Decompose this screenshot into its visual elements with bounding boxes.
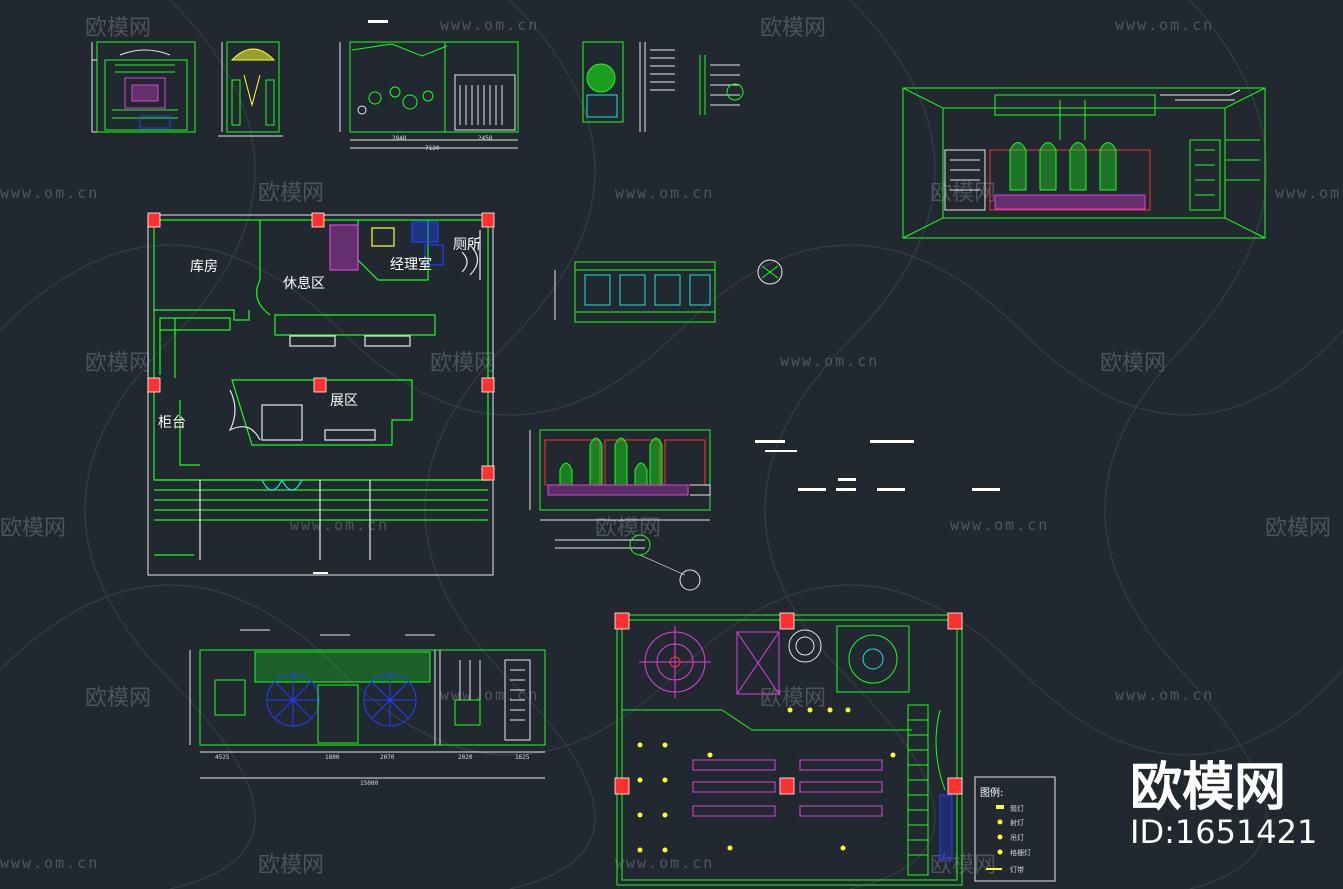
legend-item: 吊灯 — [1010, 833, 1024, 842]
dim-label: 2070 — [380, 754, 395, 761]
watermark-url: www.om.cn — [1115, 16, 1214, 34]
watermark-url: www.om.cn — [0, 854, 99, 872]
watermark-url: www.om.cn — [440, 16, 539, 34]
watermark-4: 欧模网 欧模网 www.om.cn 欧模网 — [85, 351, 1166, 376]
dim-label: 7120 — [425, 145, 440, 152]
dim-label: 2020 — [458, 754, 473, 761]
watermark-url: www.om.cn — [950, 516, 1049, 534]
watermark-brand: 欧模网 — [930, 853, 996, 878]
watermark-2: 欧模网 www.om.cn — [760, 16, 1214, 41]
room-label-display: 展区 — [330, 393, 358, 409]
detail-d — [582, 41, 744, 132]
watermark-url: www.om.cn — [615, 854, 714, 872]
elevation-small-a — [91, 41, 196, 133]
watermark-url: www.om.cn — [1115, 686, 1214, 704]
watermark-7: www.om.cn 欧模网 www.om.cn 欧模网 — [0, 853, 996, 878]
legend-symbols — [986, 805, 1004, 870]
watermark-brand: 欧模网 — [1100, 351, 1166, 376]
brand-stamp-id: ID:1651421 — [1130, 813, 1317, 851]
note-bars — [313, 440, 1000, 574]
ceiling-plan — [616, 614, 963, 886]
legend-item: 格栅灯 — [1010, 848, 1031, 857]
room-label-manager: 经理室 — [390, 256, 432, 273]
legend-title: 图例: — [980, 786, 1003, 799]
downlights — [637, 707, 896, 853]
ceiling-columns — [614, 612, 963, 795]
legend-item: 灯带 — [1010, 865, 1024, 874]
dim-label: 1800 — [325, 754, 340, 761]
watermark-url: www.om.cn — [780, 352, 879, 370]
dim-label: 4525 — [215, 754, 230, 761]
elevation-long — [189, 629, 546, 779]
room-label-toilet: 厕所 — [453, 237, 481, 253]
elevation-c — [339, 20, 519, 149]
legend-box: 图例: 筒灯 射灯 吊灯 格栅灯 灯带 — [974, 776, 1056, 882]
elevation-figures — [529, 429, 711, 591]
dim-label: 2450 — [478, 135, 493, 142]
dim-label: 1625 — [515, 754, 530, 761]
watermark-brand: 欧模网 — [760, 686, 826, 711]
watermark-url: www.om.cn — [0, 184, 99, 202]
watermark-1: 欧模网 www.om.cn — [85, 16, 539, 41]
legend-item: 筒灯 — [1010, 804, 1024, 813]
room-label-counter: 柜台 — [158, 415, 186, 431]
floor-plan — [147, 214, 494, 576]
watermark-brand: 欧模网 — [0, 516, 66, 541]
watermark-brand: 欧模网 — [930, 181, 996, 206]
grille-lights — [692, 759, 883, 817]
watermark-3: www.om.cn 欧模网 www.om.cn 欧模网 www.om.cn — [0, 181, 1343, 206]
watermark-url: www.om.cn — [1275, 184, 1343, 202]
watermark-brand: 欧模网 — [258, 853, 324, 878]
room-label-storage: 库房 — [190, 259, 218, 275]
watermark-url: www.om.cn — [615, 184, 714, 202]
watermark-brand: 欧模网 — [430, 351, 496, 376]
legend-item: 射灯 — [1010, 818, 1024, 827]
brand-stamp-name: 欧模网 — [1130, 758, 1286, 818]
watermark-brand: 欧模网 — [258, 181, 324, 206]
watermark-brand: 欧模网 — [85, 16, 151, 41]
brand-stamp: 欧模网 ID:1651421 — [1130, 758, 1317, 851]
dim-label: 15000 — [360, 780, 378, 787]
watermark-brand: 欧模网 — [85, 351, 151, 376]
watermark-brand: 欧模网 — [85, 686, 151, 711]
perspective-elevation — [902, 87, 1266, 239]
dim-label: 2840 — [392, 135, 407, 142]
elevation-small-b — [218, 41, 283, 137]
watermark-6: 欧模网 www.om.cn 欧模网 www.om.cn — [85, 686, 1214, 711]
watermark-brand: 欧模网 — [1265, 516, 1331, 541]
watermark-url: www.om.cn — [290, 516, 389, 534]
structural-columns — [147, 212, 495, 481]
watermark-brand: 欧模网 — [760, 16, 826, 41]
room-label-lounge: 休息区 — [283, 275, 325, 292]
section-middle — [554, 259, 783, 323]
